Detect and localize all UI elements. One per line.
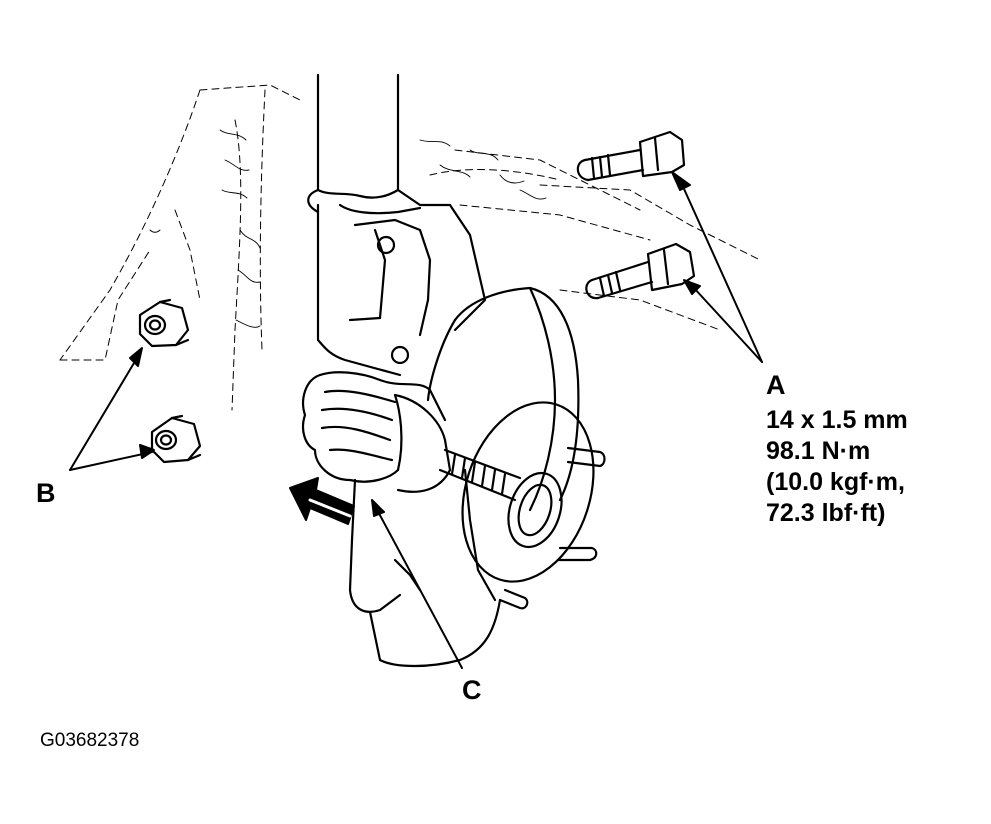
figure-id: G03682378 xyxy=(40,730,140,751)
callout-a-spec-line-4: 72.3 lbf·ft) xyxy=(766,499,886,527)
flange-bolt-upper xyxy=(576,130,686,182)
callout-a-spec-line-1: 14 x 1.5 mm xyxy=(766,406,908,434)
callout-a-spec-line-2: 98.1 N·m xyxy=(766,437,871,465)
self-locking-nut-upper xyxy=(138,298,190,348)
wheel-hub xyxy=(461,401,606,610)
callout-a-spec-line-3: (10.0 kgf·m, xyxy=(766,468,905,496)
callout-leader-lines xyxy=(69,171,763,669)
callout-letter-a: A xyxy=(766,370,786,400)
flange-bolt-lower xyxy=(585,242,696,300)
push-direction-arrow-icon xyxy=(289,477,355,525)
texture-hatching xyxy=(149,129,547,328)
self-locking-nut-lower xyxy=(150,414,202,464)
strut-assembly xyxy=(307,73,487,377)
driveshaft-boot xyxy=(301,371,522,502)
callout-letter-b: B xyxy=(36,478,56,508)
steering-knuckle xyxy=(348,286,580,668)
background-frame-outline xyxy=(59,84,761,411)
callout-letter-c: C xyxy=(462,675,482,705)
